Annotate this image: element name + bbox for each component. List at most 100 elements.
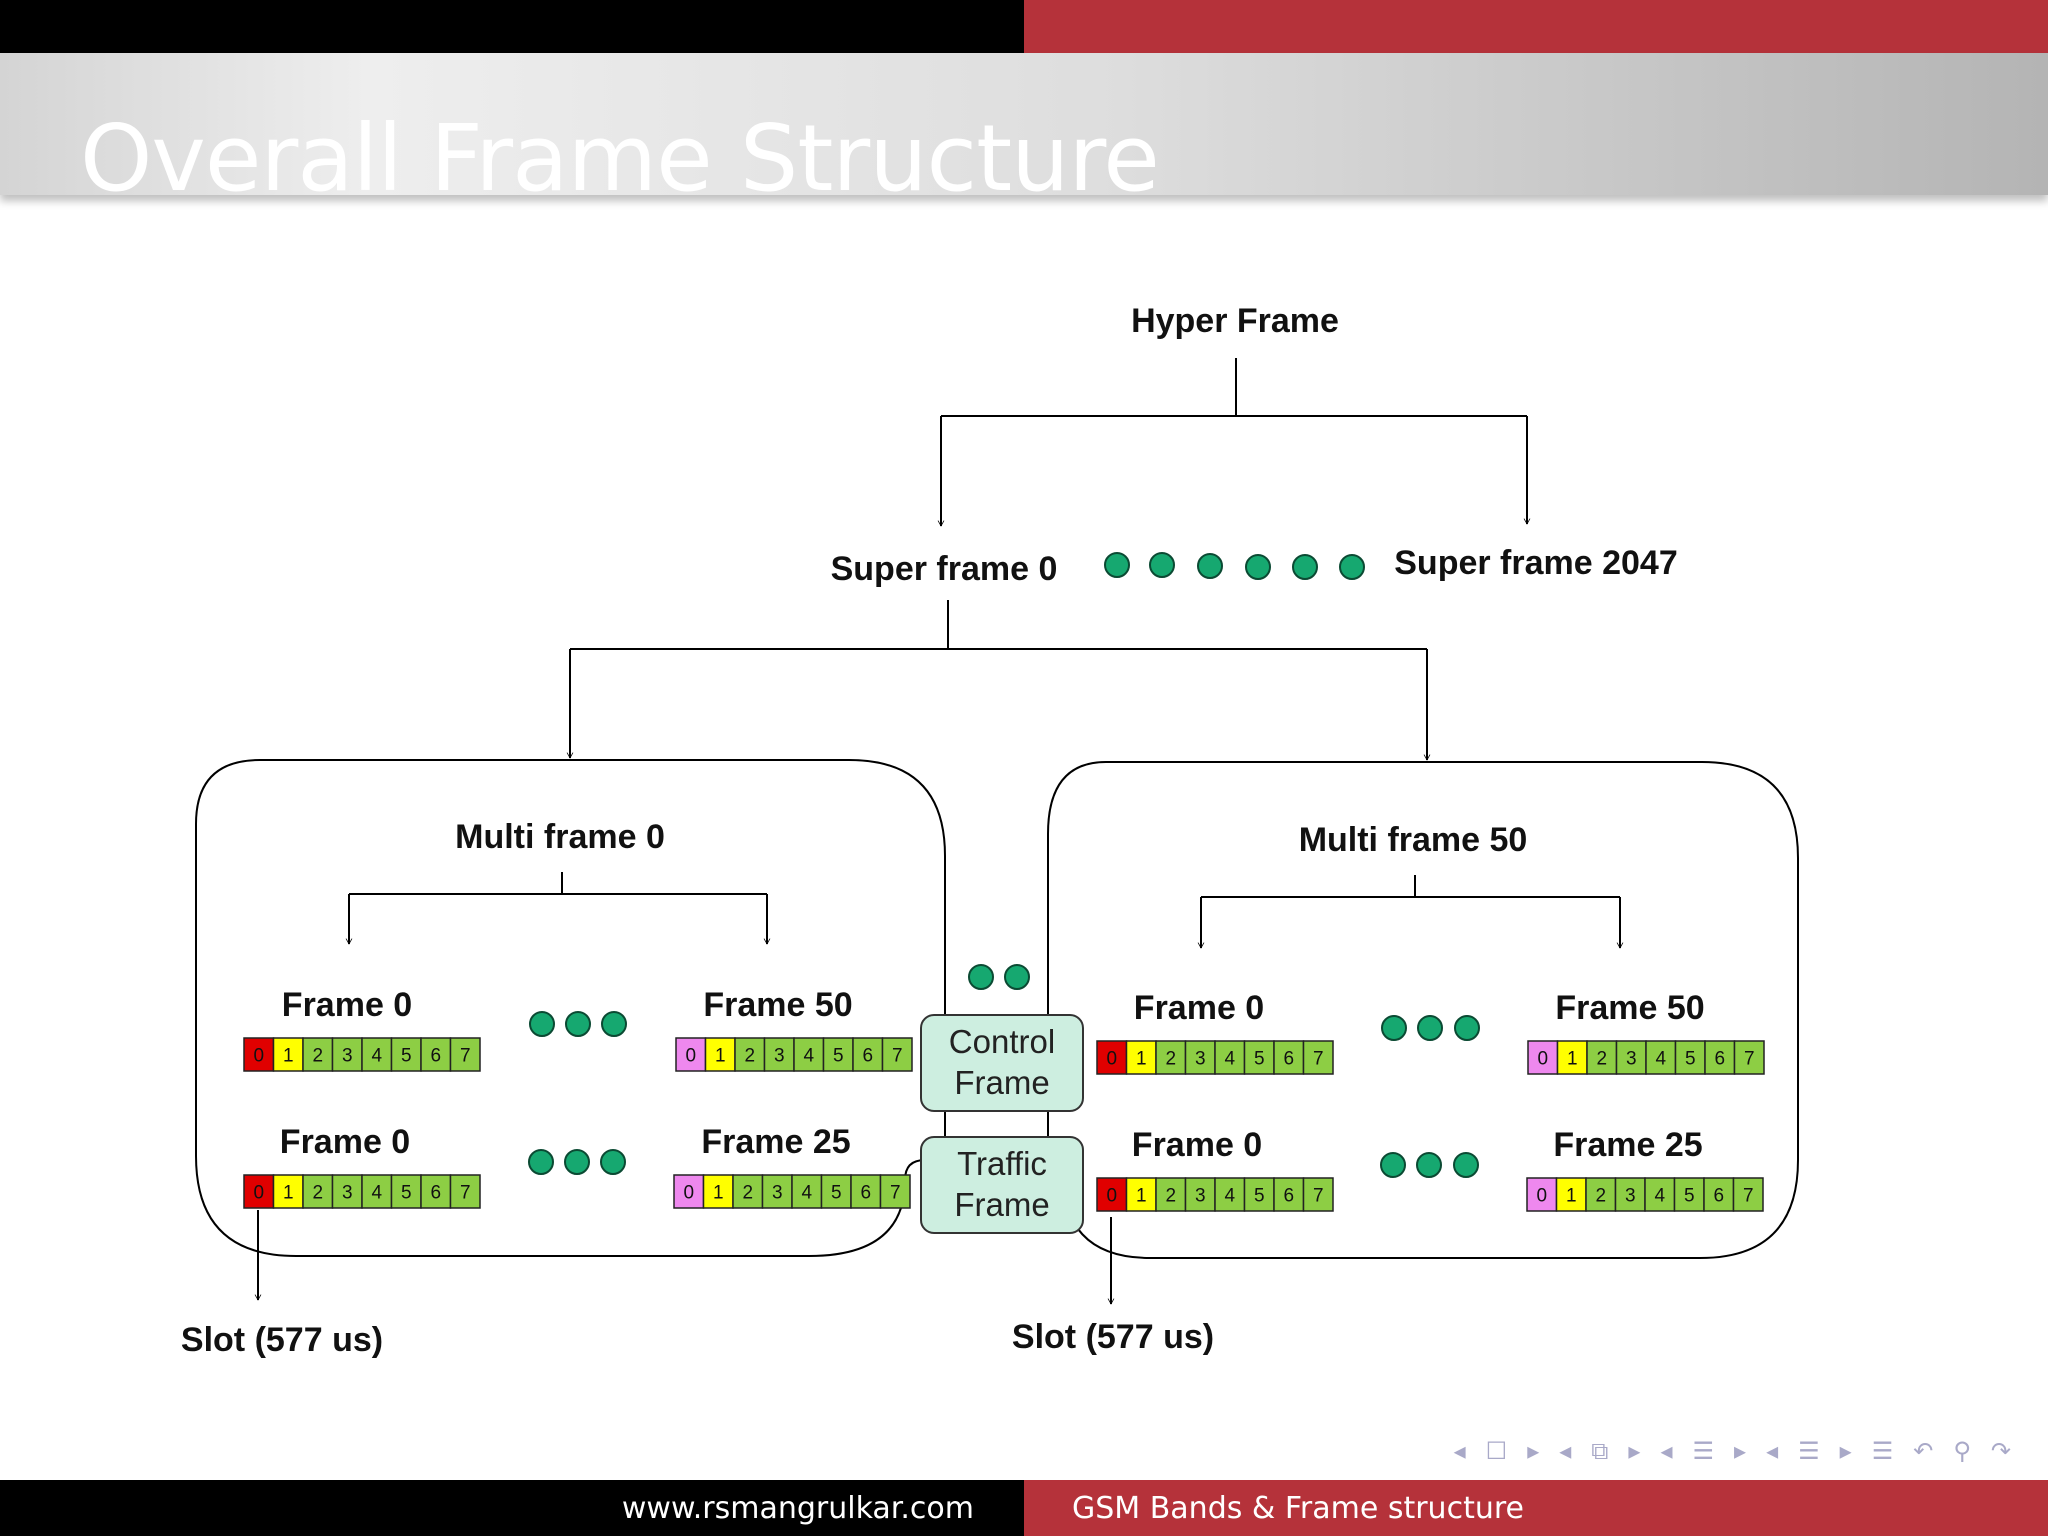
ellipsis-dot — [1245, 554, 1271, 580]
slot-cell — [1302, 1177, 1334, 1212]
slot-number: 4 — [803, 1046, 814, 1067]
right-frame-0-bottom-label: Frame 0 — [1132, 1126, 1262, 1164]
slot-cell — [1556, 1040, 1588, 1075]
super-frame-0-label: Super frame 0 — [831, 550, 1058, 588]
slot-number: 5 — [831, 1183, 842, 1204]
slot-cell — [361, 1174, 393, 1209]
slot-cell — [420, 1037, 452, 1072]
control-frame-line-1: Control — [949, 1023, 1055, 1060]
slot-number: 4 — [1224, 1049, 1235, 1070]
frame-icon[interactable]: ☐ — [1485, 1437, 1508, 1465]
section-icon[interactable]: ☰ — [1692, 1437, 1715, 1465]
right-slot-label: Slot (577 us) — [1012, 1318, 1214, 1356]
slot-cell — [331, 1174, 363, 1209]
slot-number: 4 — [1655, 1049, 1666, 1070]
slot-number: 1 — [713, 1183, 724, 1204]
ellipsis-dot — [1004, 964, 1030, 990]
undo-icon[interactable]: ↶ — [1913, 1437, 1934, 1465]
slot-cell — [1674, 1040, 1706, 1075]
slot-number: 0 — [683, 1183, 694, 1204]
slot-number: 1 — [715, 1046, 726, 1067]
slot-number: 1 — [1136, 1186, 1147, 1207]
slot-number: 0 — [1537, 1049, 1548, 1070]
slot-number: 0 — [1106, 1049, 1117, 1070]
slot-number: 0 — [253, 1183, 264, 1204]
nav-left-icon[interactable]: ◂ — [1766, 1437, 1779, 1465]
multi-frame-0-label: Multi frame 0 — [455, 818, 665, 856]
slot-cell — [879, 1174, 911, 1209]
slot-number: 6 — [862, 1046, 873, 1067]
ellipsis-dot — [1149, 552, 1175, 578]
footer-presentation-title: GSM Bands & Frame structure — [1024, 1480, 2048, 1536]
nav-right-icon[interactable]: ▸ — [1734, 1437, 1747, 1465]
slot-cell — [1125, 1177, 1157, 1212]
traffic-frame-box: Traffic Frame — [920, 1136, 1084, 1234]
ellipsis-dot — [564, 1149, 590, 1175]
slot-cell — [761, 1174, 793, 1209]
align-icon[interactable]: ☰ — [1871, 1437, 1894, 1465]
nav-left-icon[interactable]: ◂ — [1453, 1437, 1466, 1465]
hyper-frame-label: Hyper Frame — [1131, 302, 1339, 340]
slot-number: 1 — [1567, 1049, 1578, 1070]
slot-cell — [1214, 1040, 1246, 1075]
slot-cell — [673, 1174, 705, 1209]
slot-number: 2 — [1595, 1186, 1606, 1207]
slot-number: 4 — [371, 1046, 382, 1067]
left-frame-0-bottom-label: Frame 0 — [280, 1123, 410, 1161]
slot-cell — [1644, 1177, 1676, 1212]
slot-cell — [243, 1037, 275, 1072]
slot-number: 3 — [342, 1046, 353, 1067]
slot-number: 3 — [1625, 1186, 1636, 1207]
nav-right-icon[interactable]: ▸ — [1839, 1437, 1852, 1465]
slot-cell — [331, 1037, 363, 1072]
ellipsis-dot — [1292, 554, 1318, 580]
nav-left-icon[interactable]: ◂ — [1660, 1437, 1673, 1465]
ellipsis-dot — [565, 1011, 591, 1037]
left-slot-label: Slot (577 us) — [181, 1321, 383, 1359]
top-bar-right — [1024, 0, 2048, 53]
nav-right-icon[interactable]: ▸ — [1628, 1437, 1641, 1465]
slot-cell — [881, 1037, 913, 1072]
multi-frame-50-container — [1047, 761, 1799, 1259]
slot-number: 4 — [801, 1183, 812, 1204]
slot-number: 7 — [1313, 1049, 1324, 1070]
slot-number: 7 — [1744, 1049, 1755, 1070]
slot-number: 2 — [742, 1183, 753, 1204]
stack-icon[interactable]: ⧉ — [1591, 1437, 1609, 1465]
slot-cell — [852, 1037, 884, 1072]
slot-cell — [1614, 1177, 1646, 1212]
slot-number: 7 — [1743, 1186, 1754, 1207]
slot-number: 4 — [1224, 1186, 1235, 1207]
slot-cell — [1155, 1177, 1187, 1212]
multi-frame-50-label: Multi frame 50 — [1299, 821, 1528, 859]
slot-cell — [272, 1037, 304, 1072]
ellipsis-dot — [1197, 553, 1223, 579]
nav-left-icon[interactable]: ◂ — [1559, 1437, 1572, 1465]
slot-number: 1 — [283, 1046, 294, 1067]
search-icon[interactable]: ⚲ — [1953, 1437, 1971, 1465]
redo-icon[interactable]: ↷ — [1990, 1437, 2011, 1465]
slot-number: 6 — [430, 1046, 441, 1067]
left-frame-0-top-label: Frame 0 — [282, 986, 412, 1024]
slot-cell — [243, 1174, 275, 1209]
slot-cell — [1733, 1040, 1765, 1075]
subsection-icon[interactable]: ☰ — [1798, 1437, 1820, 1465]
slot-number: 5 — [1685, 1049, 1696, 1070]
slot-number: 5 — [1254, 1049, 1265, 1070]
slot-number: 3 — [1626, 1049, 1637, 1070]
slot-cell — [272, 1174, 304, 1209]
nav-right-icon[interactable]: ▸ — [1527, 1437, 1540, 1465]
slot-cell — [793, 1037, 825, 1072]
slot-cell — [1673, 1177, 1705, 1212]
slot-number: 2 — [312, 1183, 323, 1204]
slot-number: 3 — [774, 1046, 785, 1067]
slot-number: 4 — [371, 1183, 382, 1204]
slot-number: 4 — [1654, 1186, 1665, 1207]
slot-number: 7 — [892, 1046, 903, 1067]
slot-cell — [1155, 1040, 1187, 1075]
